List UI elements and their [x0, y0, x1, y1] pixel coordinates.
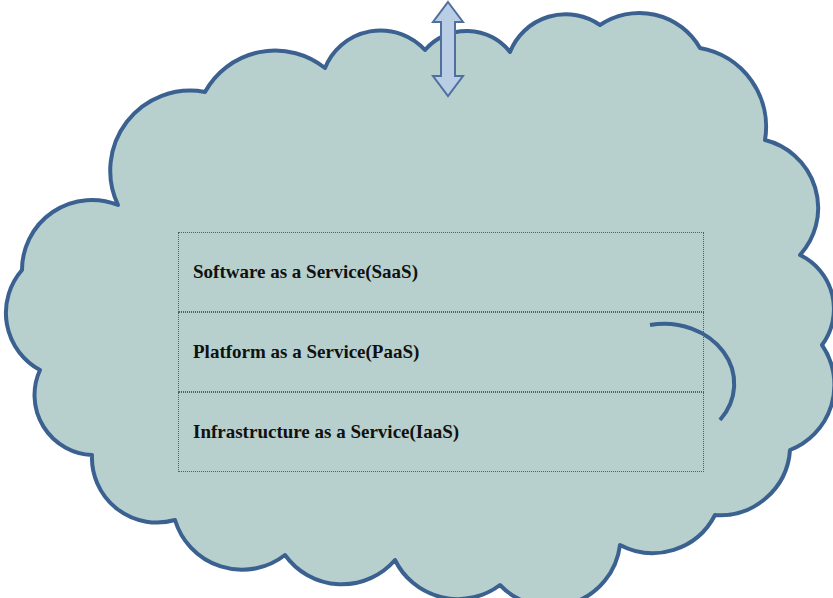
service-layer-box: Software as a Service(SaaS)	[178, 232, 704, 312]
service-layer-box: Platform as a Service(PaaS)	[178, 312, 704, 392]
double-arrow	[433, 2, 463, 96]
layer-label: Platform as a Service(PaaS)	[193, 341, 419, 363]
cloud-inner-curl	[650, 324, 734, 420]
cloud-shape	[6, 13, 833, 598]
service-layer-box: Infrastructure as a Service(IaaS)	[178, 392, 704, 472]
layer-label: Software as a Service(SaaS)	[193, 261, 418, 283]
layer-label: Infrastructure as a Service(IaaS)	[193, 421, 459, 443]
